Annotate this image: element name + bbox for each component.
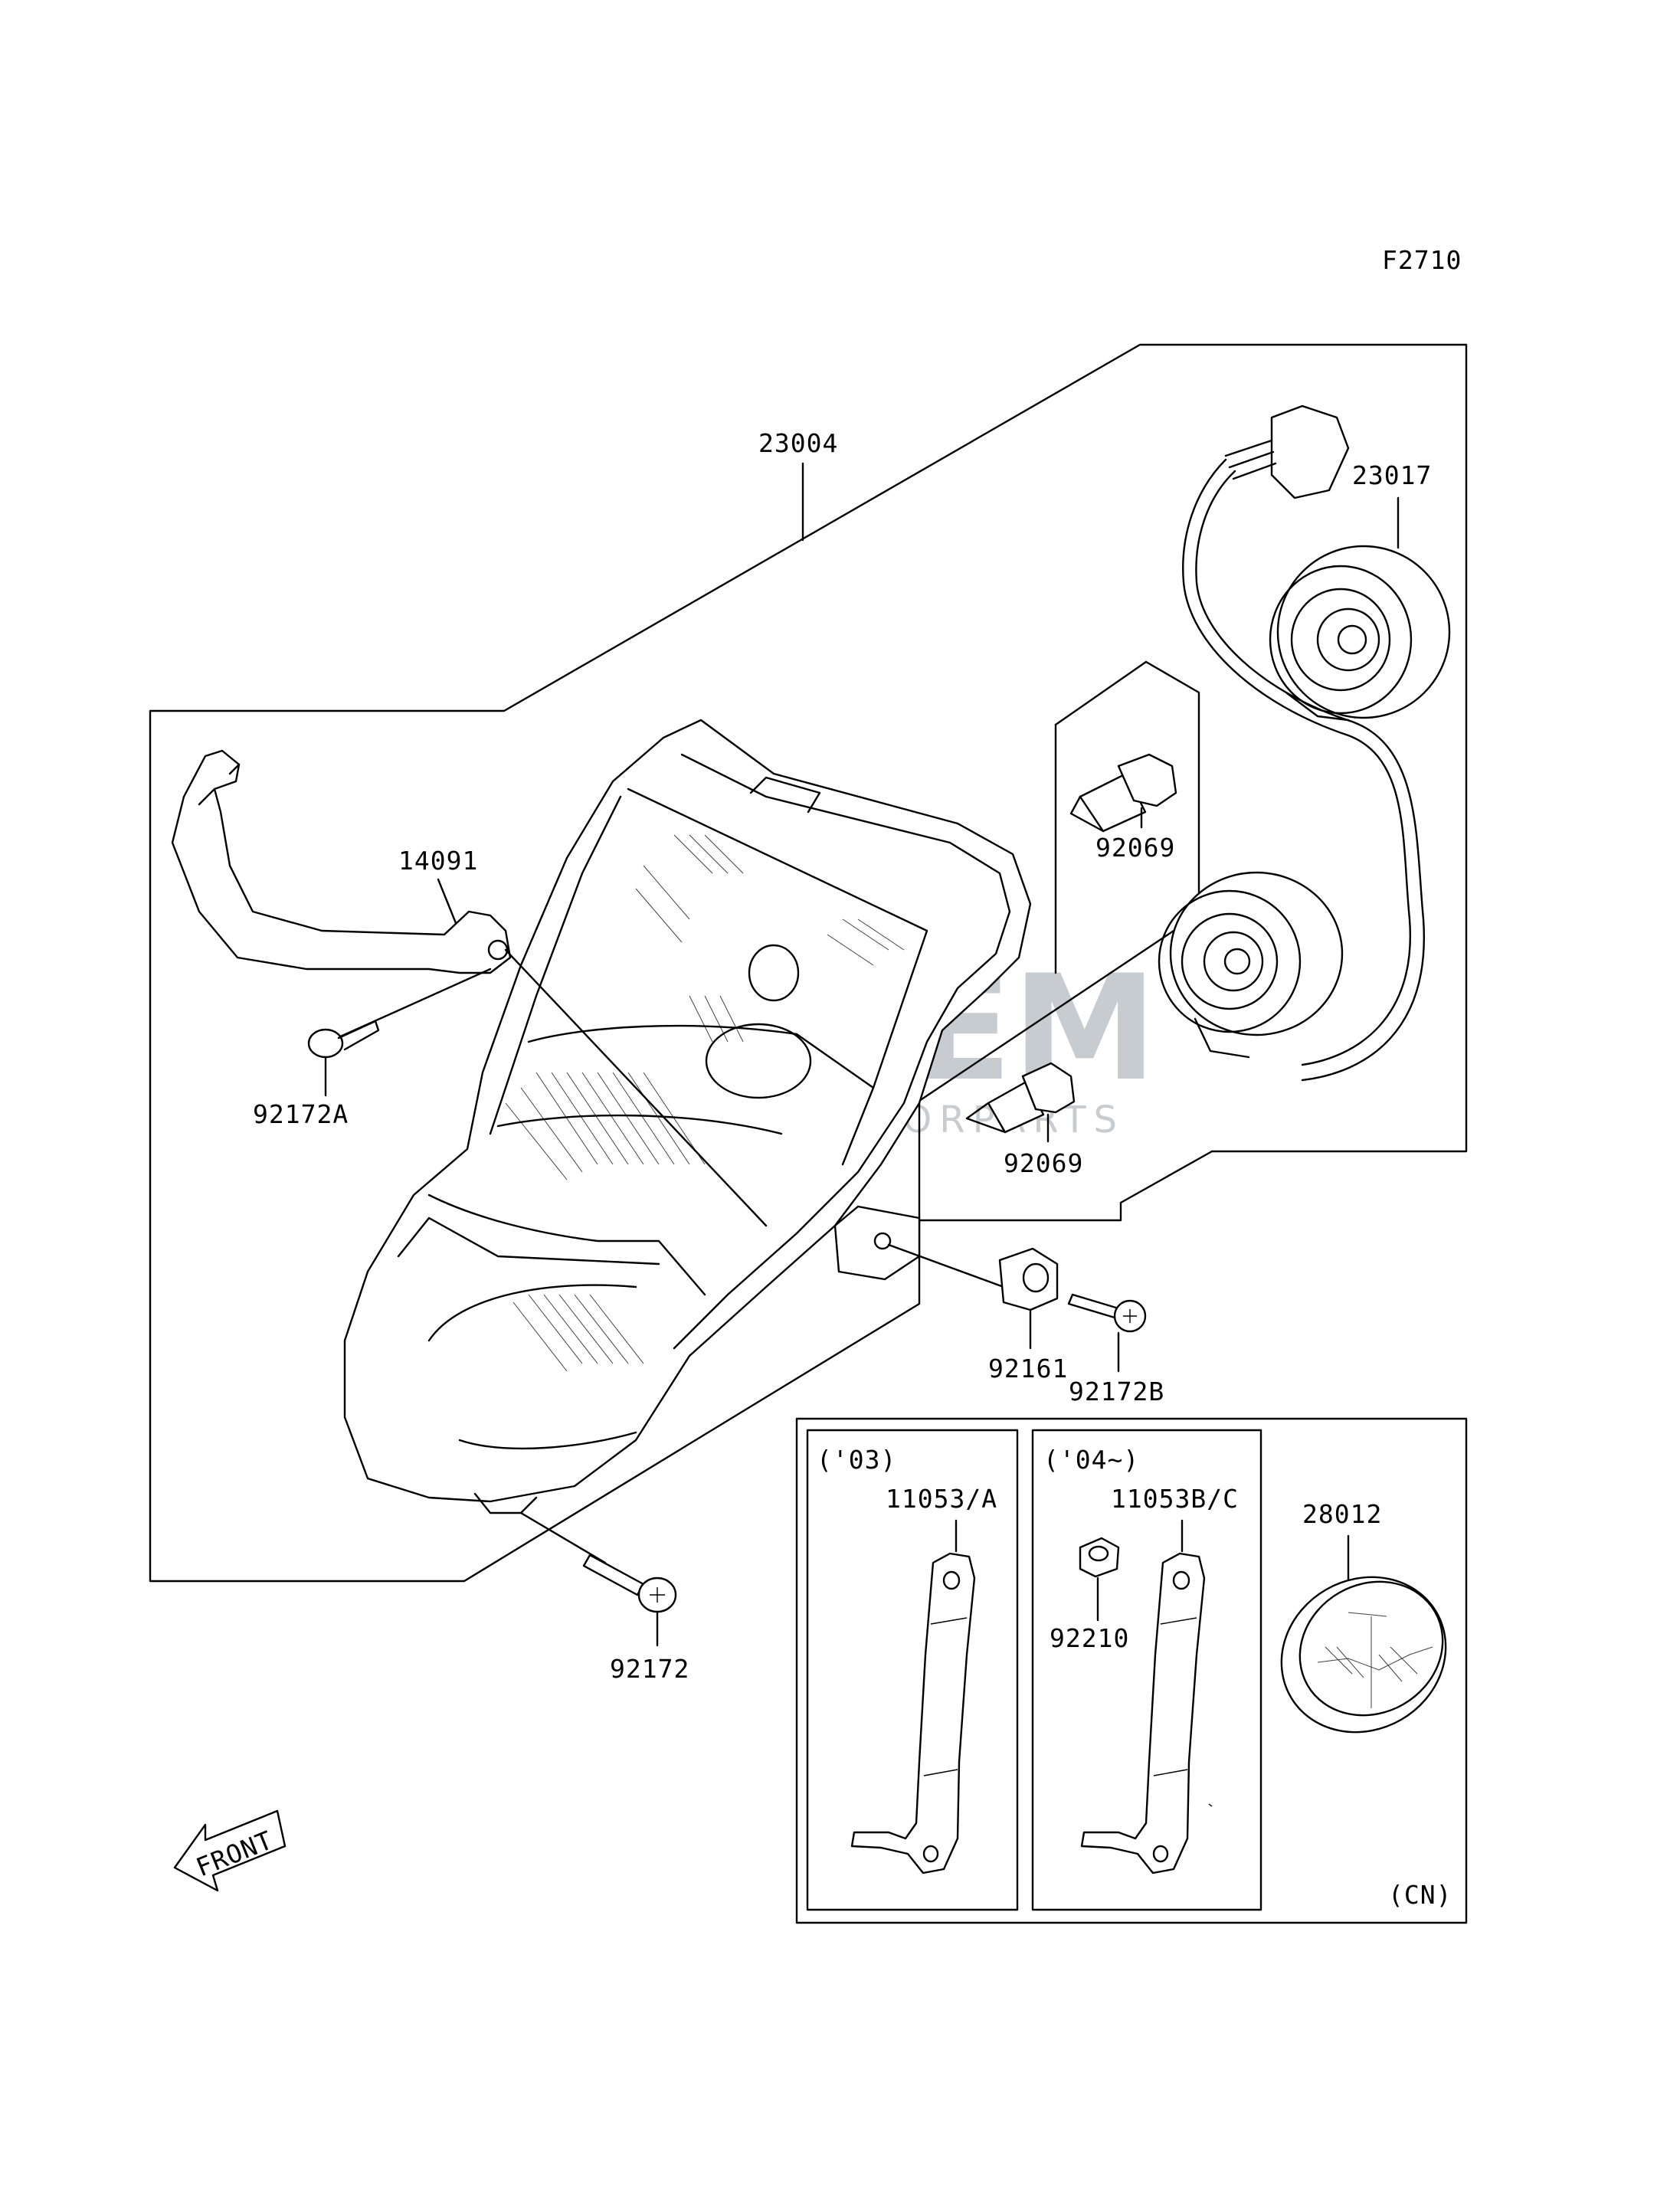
front-direction-arrow: FRONT	[173, 1809, 287, 1892]
label-92069-lower: 92069	[1004, 1148, 1083, 1178]
label-23004: 23004	[758, 428, 838, 458]
cn-variant-box	[795, 1417, 1468, 1924]
screw-92172A	[307, 968, 492, 1059]
socket-harness-23017	[1158, 404, 1451, 1082]
collar-92210	[1079, 1537, 1120, 1578]
label-92210: 92210	[1050, 1623, 1129, 1653]
diagram-code: F2710	[1382, 245, 1462, 275]
headlight-assembly	[343, 719, 1032, 1514]
bracket-11053A	[850, 1552, 976, 1874]
label-11053A: 11053/A	[886, 1484, 997, 1514]
label-23017: 23017	[1352, 460, 1432, 490]
bulb-92069-upper	[1069, 753, 1177, 833]
label-92172: 92172	[610, 1654, 689, 1684]
bracket-14091	[171, 749, 512, 974]
label-11053BC: 11053B/C	[1111, 1484, 1239, 1514]
screw-92172B	[1067, 1293, 1147, 1333]
reflector-28012	[1280, 1576, 1447, 1734]
label-28012: 28012	[1302, 1499, 1382, 1529]
assembly-outline	[149, 343, 1468, 1583]
label-region: (CN)	[1388, 1880, 1452, 1910]
grommet-92161	[998, 1247, 1059, 1311]
label-variant-03: ('03)	[817, 1445, 896, 1475]
label-92069-upper: 92069	[1095, 833, 1175, 863]
bracket-11053BC	[1080, 1552, 1206, 1874]
variant-03-box	[806, 1429, 1019, 1911]
bulb-92069-lower	[965, 1062, 1076, 1134]
label-14091: 14091	[398, 846, 478, 876]
label-92172A: 92172A	[253, 1099, 349, 1129]
label-92172B: 92172B	[1069, 1377, 1164, 1406]
label-92161: 92161	[988, 1354, 1068, 1383]
label-variant-04: ('04~)	[1043, 1445, 1139, 1475]
variant-04-box	[1031, 1429, 1262, 1911]
bulb-box-outline	[918, 660, 1200, 1222]
screw-92172	[582, 1554, 677, 1613]
